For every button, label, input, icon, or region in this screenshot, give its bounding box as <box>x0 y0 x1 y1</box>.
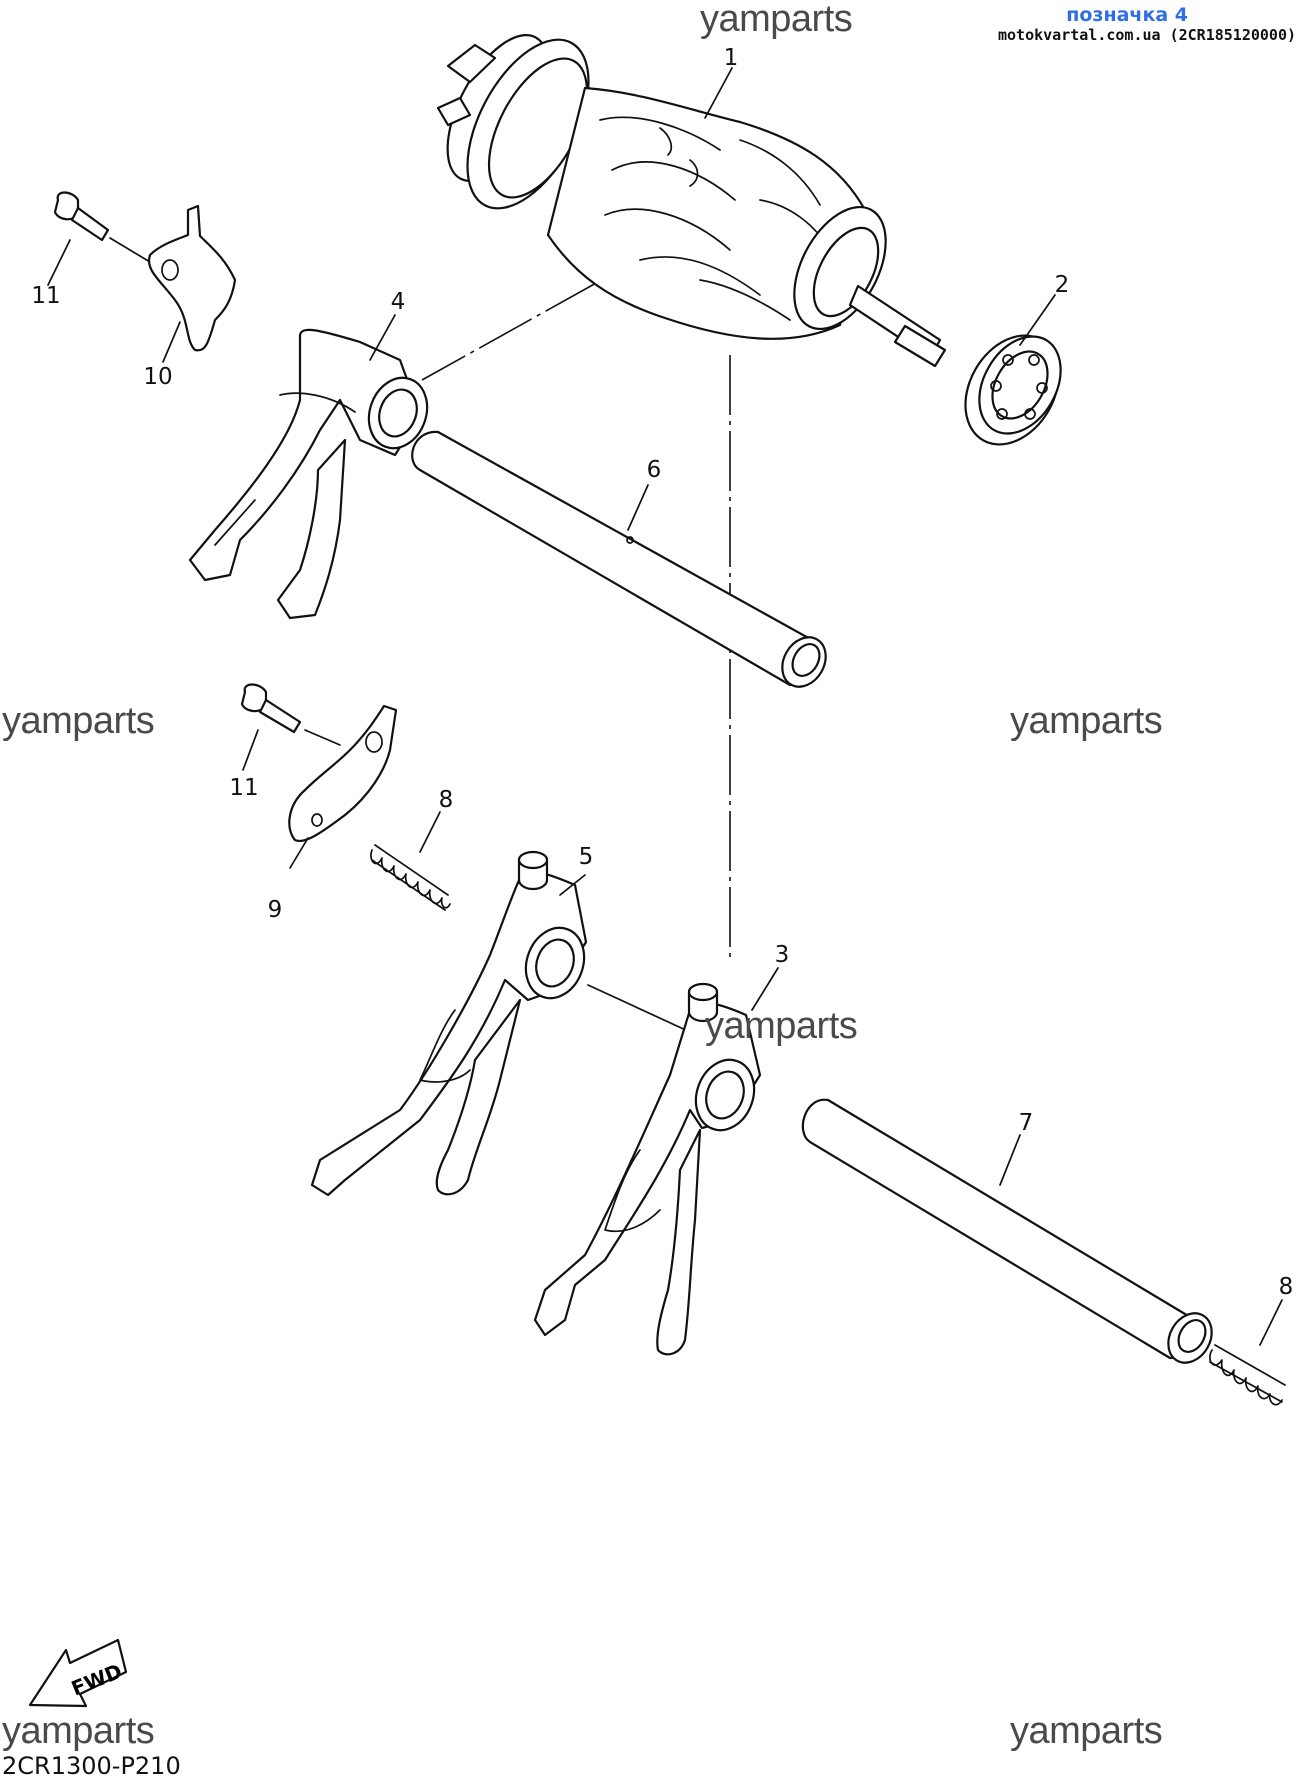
shift-fork-part-5[interactable] <box>310 850 594 1197</box>
shift-drum-part-1[interactable] <box>427 20 947 368</box>
marker-title: позначка 4 <box>1066 4 1188 26</box>
bolt-part-11-bottom[interactable] <box>240 683 302 734</box>
fwd-arrow-icon: FWD <box>28 1638 128 1708</box>
diagram-code: 2CR1300-P210 <box>2 1752 181 1780</box>
callout-4: 4 <box>390 289 406 315</box>
shift-fork-part-4[interactable] <box>188 328 437 620</box>
callout-11-bottom: 11 <box>229 775 259 801</box>
callout-1: 1 <box>723 45 739 71</box>
callout-9: 9 <box>267 897 283 923</box>
callout-10: 10 <box>143 364 173 390</box>
marker-source: motokvartal.com.ua (2CR185120000) <box>997 26 1296 44</box>
callout-7: 7 <box>1018 1110 1034 1136</box>
shift-fork-part-3[interactable] <box>533 982 764 1356</box>
spring-part-8-left[interactable] <box>370 844 451 911</box>
watermark-bottom-left: yamparts <box>2 1710 155 1752</box>
spring-part-8-right[interactable] <box>1209 1344 1286 1406</box>
alignment-line-drum-fork4 <box>421 281 599 381</box>
guide-bar-part-6[interactable] <box>411 430 834 695</box>
watermark-right: yamparts <box>1010 700 1163 742</box>
alignment-line-bolt-plate9 <box>304 729 341 746</box>
callout-6: 6 <box>646 457 662 483</box>
stopper-plate-part-9[interactable] <box>288 704 398 843</box>
guide-bar-part-7[interactable] <box>801 1098 1220 1371</box>
callout-2: 2 <box>1054 272 1070 298</box>
bearing-part-2[interactable] <box>947 319 1078 461</box>
source-marker: позначка 4 motokvartal.com.ua (2CR185120… <box>998 4 1296 44</box>
bolt-part-11-top[interactable] <box>53 191 110 242</box>
callout-leaders <box>47 67 1283 1346</box>
watermark-center: yamparts <box>705 1005 858 1047</box>
watermark-bottom-right: yamparts <box>1010 1710 1163 1752</box>
callout-5: 5 <box>578 844 594 870</box>
callout-3: 3 <box>774 942 790 968</box>
alignment-line-fork5-fork3 <box>587 984 691 1033</box>
callout-11-top: 11 <box>31 283 61 309</box>
callout-8-right: 8 <box>1278 1274 1294 1300</box>
watermark-top: yamparts <box>700 0 853 40</box>
stopper-plate-part-10[interactable] <box>147 204 237 352</box>
callout-8-left: 8 <box>438 787 454 813</box>
watermark-left: yamparts <box>2 700 155 742</box>
alignment-line-bolt-plate10 <box>109 237 151 263</box>
